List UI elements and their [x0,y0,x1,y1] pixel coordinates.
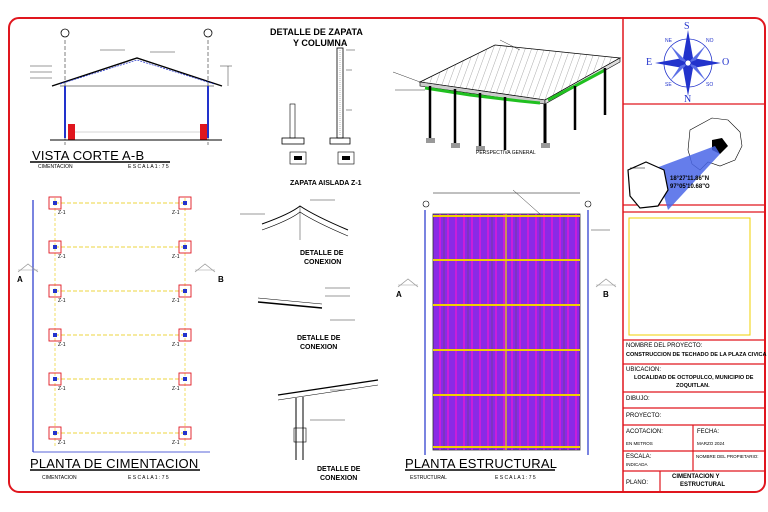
footing-tag: Z-1 [172,254,180,260]
footing-tag: Z-1 [172,342,180,348]
sheet-value-1: CIMENTACION Y [672,474,720,480]
date-value: MARZO 2024 [697,441,725,446]
location-value-1: LOCALIDAD DE OCTOPULCO, MUNICIPIO DE [634,375,754,381]
structural-plan-title: PLANTA ESTRUCTURAL [405,456,558,471]
foundation-plan-scale: E S C A L A 1 : 7 5 [128,475,169,481]
north-arrow [655,30,721,96]
foundation-section-mark-a: A [17,275,23,284]
sheet-border [8,17,766,493]
detail-1-subtitle: CONEXION [304,259,342,266]
location-value-2: ZOQUITLAN. [676,383,710,389]
footing-detail [281,47,355,165]
date-label: FECHA: [697,429,720,435]
detail-2-subtitle: CONEXION [300,344,338,351]
detail-3-subtitle: CONEXION [320,475,358,482]
structural-section-mark-b: B [603,290,609,299]
drew-label: DIBUJO: [626,396,650,402]
structural-plan-scale: E S C A L A 1 : 7 5 [495,475,536,481]
foundation-plan-title: PLANTA DE CIMENTACION [30,456,199,471]
location-map [627,117,743,210]
footing-tag: Z-1 [58,210,66,216]
footing-tag: Z-1 [58,440,66,446]
project-by-label: PROYECTO: [626,413,662,419]
perspective-view [392,39,622,151]
compass-se: SE [665,82,672,88]
perspective-label: PERSPECTIVA GENERAL [476,150,536,156]
units-label: ACOTACION: [626,429,663,435]
foundation-section-mark-b: B [218,275,224,284]
footing-tag: Z-1 [58,254,66,260]
owner-label: NOMBRE DEL PROPIETARIO: [696,454,759,459]
footing-subtitle: ZAPATA AISLADA Z-1 [290,180,362,187]
section-view [30,28,232,163]
section-subtitle: CIMENTACION [38,164,73,170]
detail-1-title: DETALLE DE [300,250,344,257]
connection-details [240,199,379,460]
compass-ne: NE [665,38,672,44]
coordinate-west: 97°05'10.68"O [670,184,710,190]
structural-plan-subtitle: ESTRUCTURAL [410,475,447,481]
footing-tag: Z-1 [58,386,66,392]
footing-tag: Z-1 [172,386,180,392]
compass-s: S [684,21,690,32]
compass-so: SO [706,82,714,88]
title-block-frame [623,103,765,492]
detail-3-title: DETALLE DE [317,466,361,473]
section-title: VISTA CORTE A-B [32,148,145,163]
footing-detail-title: DETALLE DE ZAPATA [270,27,363,37]
structural-plan [397,189,617,471]
structural-section-mark-a: A [396,290,402,299]
location-label: UBICACION: [626,367,662,373]
footing-tag: Z-1 [172,298,180,304]
sheet-label: PLANO: [626,480,649,486]
footing-tag: Z-1 [172,210,180,216]
units-value: EN METROS [626,441,653,446]
coordinate-north: 18°27'11.86"N [670,176,710,182]
project-name-value: CONSTRUCCION DE TECHADO DE LA PLAZA CIVI… [626,352,767,358]
compass-o: O [722,57,730,68]
footing-tag: Z-1 [172,440,180,446]
footing-tag: Z-1 [58,342,66,348]
section-scale: E S C A L A 1 : 7 5 [128,164,169,170]
foundation-plan [17,196,216,471]
compass-e: E [646,57,653,68]
project-name-label: NOMBRE DEL PROYECTO: [626,343,703,349]
footing-tag: Z-1 [58,298,66,304]
scale-value: INDICADA [626,462,648,467]
detail-2-title: DETALLE DE [297,335,341,342]
sheet-value-2: ESTRUCTURAL [680,482,725,488]
foundation-plan-subtitle: CIMENTACION [42,475,77,481]
footing-detail-title-2: Y COLUMNA [293,38,348,48]
compass-no: NO [706,38,714,44]
scale-label: ESCALA: [626,454,652,460]
compass-n: N [684,94,692,105]
